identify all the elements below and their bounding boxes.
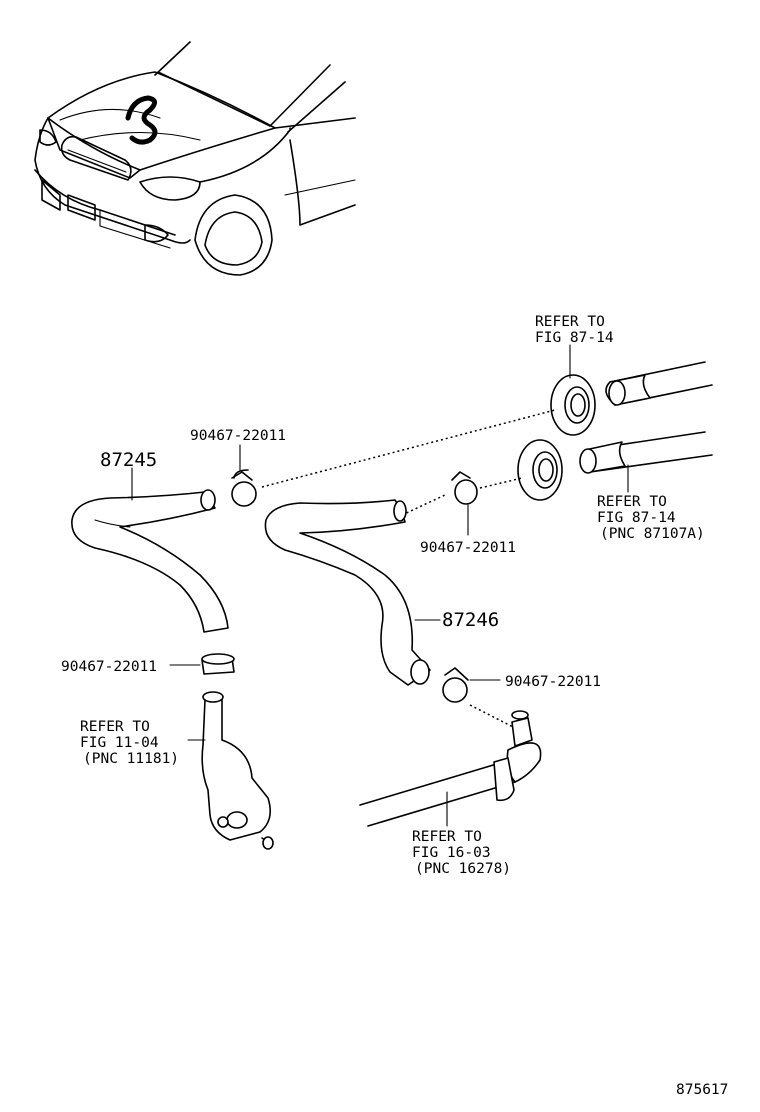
label-clamp-top-left: 90467-22011 xyxy=(190,428,286,444)
clamp-top-left xyxy=(231,469,257,507)
water-pipe-bottom xyxy=(359,710,542,827)
hose-87246 xyxy=(264,499,431,686)
label-refer-left-line1: REFER TO xyxy=(80,719,150,735)
label-refer-left-line2: FIG 11-04 xyxy=(80,735,159,751)
label-refer-bottom-line2: FIG 16-03 xyxy=(412,845,491,861)
car-illustration xyxy=(34,41,356,276)
label-clamp-lower-left: 90467-22011 xyxy=(61,659,157,675)
label-refer-top-line2: FIG 87-14 xyxy=(535,330,614,346)
clamp-lower-left xyxy=(201,653,235,675)
assembly-line-2 xyxy=(479,477,523,489)
hose-87245 xyxy=(71,489,229,633)
label-refer-left-line3: (PNC 11181) xyxy=(83,751,179,767)
label-part-87246: 87246 xyxy=(442,609,499,631)
label-clamp-middle: 90467-22011 xyxy=(420,540,516,556)
clamp-lower-right xyxy=(442,667,469,703)
assembly-line-1 xyxy=(261,409,556,488)
grommet-upper xyxy=(550,374,596,436)
label-refer-bottom-line1: REFER TO xyxy=(412,829,482,845)
clamp-middle xyxy=(451,471,478,505)
label-clamp-lower-right: 90467-22011 xyxy=(505,674,601,690)
label-part-87245: 87245 xyxy=(100,449,157,471)
assembly-line-4 xyxy=(401,494,446,516)
assembly-line-3 xyxy=(469,704,516,729)
grommet-lower xyxy=(517,439,563,501)
label-refer-right-line2: FIG 87-14 xyxy=(597,510,676,526)
label-refer-right-line3: (PNC 87107A) xyxy=(600,526,705,542)
label-refer-bottom-line3: (PNC 16278) xyxy=(415,861,511,877)
diagram-number: 875617 xyxy=(676,1082,728,1098)
label-refer-right-line1: REFER TO xyxy=(597,494,667,510)
label-refer-top-line1: REFER TO xyxy=(535,314,605,330)
water-pipe-left xyxy=(201,691,274,850)
heater-pipe-lower xyxy=(579,431,713,474)
heater-pipe-upper xyxy=(605,361,713,406)
